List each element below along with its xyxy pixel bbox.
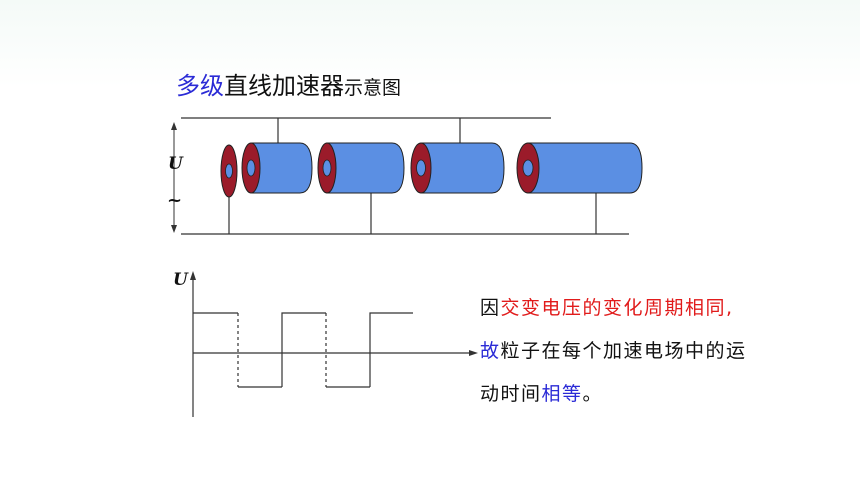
drift-tube-1 <box>241 142 313 194</box>
caption-motion-time: 动时间 <box>480 383 542 405</box>
wave-high-segment-2 <box>281 312 326 387</box>
voltage-arrow-down-head <box>171 225 177 233</box>
title-part-linear-accelerator: 直线加速器 <box>224 72 344 100</box>
caption-same-period: 交变电压的变化周期相同, <box>500 297 734 319</box>
drift-tube-3 <box>410 142 505 194</box>
drift-tube-4 <box>516 142 643 194</box>
caption-because: 因 <box>480 297 501 319</box>
source-electrode <box>220 144 238 198</box>
title-part-multistage: 多级 <box>176 72 224 100</box>
drift-tube-2 <box>317 142 405 194</box>
title-part-schematic: 示意图 <box>344 77 402 99</box>
caption-particle-motion: 粒子在每个加速电场中的运 <box>500 340 747 362</box>
graph-axis-label-u: U <box>173 270 188 290</box>
wave-high-segment-3 <box>369 312 413 387</box>
explanation-text: 因交变电压的变化周期相同, 故粒子在每个加速电场中的运 动时间相等。 <box>480 287 830 416</box>
caption-line-2: 故粒子在每个加速电场中的运 <box>480 330 830 373</box>
voltage-arrow-up-head <box>171 122 177 130</box>
graph-axis-arrow-head <box>190 271 196 280</box>
voltage-label-u: U <box>168 154 183 174</box>
caption-therefore: 故 <box>480 340 501 362</box>
square-wave-graph <box>190 271 478 417</box>
caption-line-3: 动时间相等。 <box>480 373 830 416</box>
diagram-title: 多级直线加速器示意图 <box>176 70 401 104</box>
graph-time-arrow-head <box>469 350 478 356</box>
ac-source-symbol: ~ <box>167 190 183 211</box>
caption-line-1: 因交变电压的变化周期相同, <box>480 287 830 330</box>
caption-period-mark: 。 <box>582 383 604 405</box>
caption-equal: 相等 <box>541 383 583 405</box>
